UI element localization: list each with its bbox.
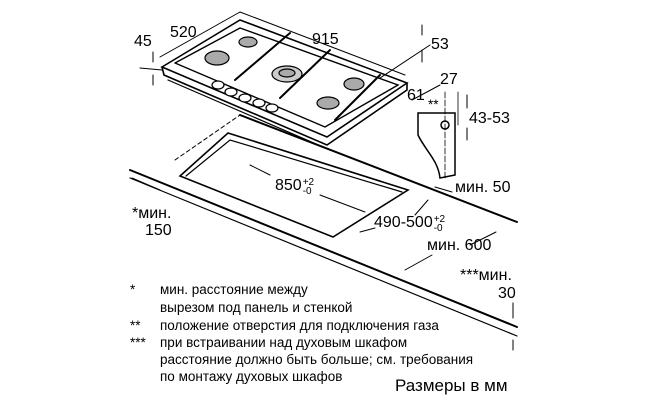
tol-plus: +2 [302, 177, 315, 188]
dim-min-150-value: 150 [145, 222, 172, 239]
note-line: вырезом под панель и стенкой [160, 300, 353, 315]
dim-min-150-label: *мин. [132, 205, 172, 222]
note-line: расстояние должно быть больше; см. требо… [160, 352, 474, 367]
tol-plus: +2 [433, 214, 446, 225]
dim-915: 915 [312, 31, 339, 48]
cutout-depth-value: 490-500 [374, 214, 433, 231]
dim-45: 45 [134, 33, 152, 50]
cutout-width-value: 850 [275, 177, 302, 194]
dimension-lines [131, 11, 514, 351]
dim-53: 53 [431, 36, 449, 53]
gas-position-mark: ** [428, 97, 439, 112]
dim-27: 27 [440, 71, 458, 88]
knobs [211, 80, 279, 113]
note-line: по монтажу духовых шкафов [160, 369, 343, 384]
burners [204, 36, 365, 110]
dim-min-50: мин. 50 [455, 179, 511, 196]
note-line: положение отверстия для подключения газа [160, 318, 439, 333]
dim-cutout-depth: 490-500+2-0 [374, 214, 446, 234]
dim-cutout-width: 850+2-0 [275, 177, 315, 197]
dim-61: 61 [407, 87, 425, 104]
dim-min-600: мин. 600 [427, 237, 492, 254]
tol-minus: -0 [302, 186, 312, 197]
note-mark: ** [130, 318, 141, 333]
hob [160, 19, 409, 151]
dim-520: 520 [170, 24, 197, 41]
countertop [129, 114, 518, 337]
note-line: мин. расстояние между [160, 282, 308, 297]
note-line: при встраивании над духовым шкафом [160, 335, 408, 350]
note-mark: * [130, 282, 136, 297]
gas-connection-detail [417, 91, 459, 181]
note-mark: *** [130, 335, 146, 350]
units-label: Размеры в мм [395, 376, 508, 395]
tol-minus: -0 [433, 223, 443, 234]
cutout [178, 132, 410, 238]
dim-min-30-value: 30 [498, 285, 516, 302]
dim-43-53: 43-53 [469, 110, 510, 127]
dim-min-30-label: ***мин. [460, 267, 512, 284]
